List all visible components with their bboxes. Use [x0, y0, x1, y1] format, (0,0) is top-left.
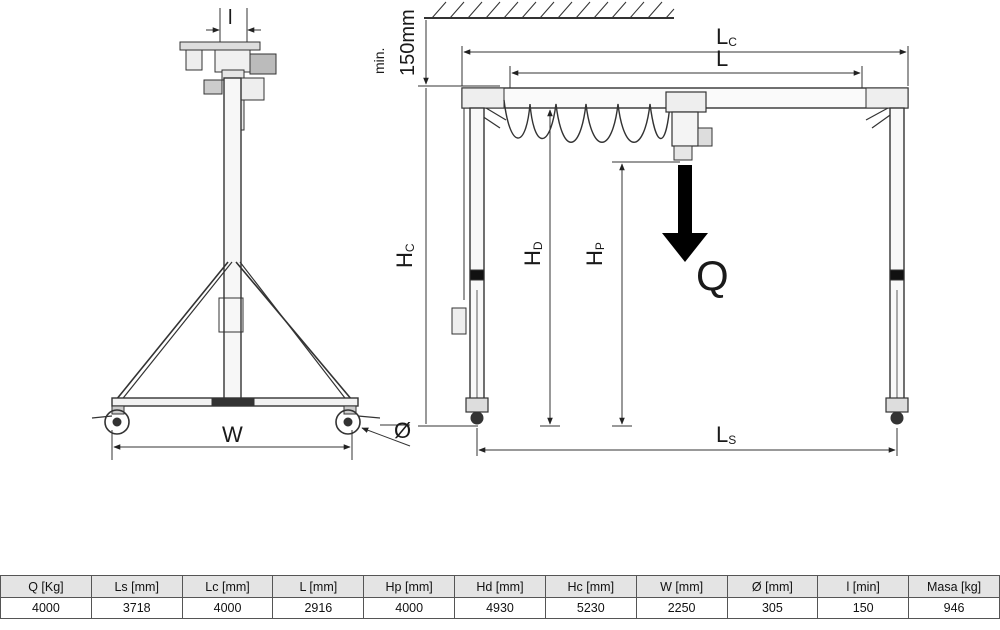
header-hd: Hd [mm]: [454, 575, 546, 598]
header-diameter: Ø [mm]: [726, 575, 819, 598]
table-header-row: Q [Kg] Ls [mm] Lc [mm] L [mm] Hp [mm] Hd…: [0, 575, 1000, 598]
diameter-label: Ø: [394, 418, 411, 443]
cell-l-min: 150: [817, 597, 910, 619]
height-hd-label: HD: [520, 241, 545, 266]
height-hc-label: HC: [392, 243, 417, 268]
header-ls: Ls [mm]: [90, 575, 183, 598]
gantry-crane-drawing: l W Ø: [91, 1, 909, 460]
height-hp-label: HP: [582, 242, 607, 266]
spec-table: Q [Kg] Ls [mm] Lc [mm] L [mm] Hp [mm] Hd…: [0, 575, 1000, 619]
width-label: W: [222, 422, 243, 447]
header-hp: Hp [mm]: [363, 575, 456, 598]
load-q-label: Q: [696, 252, 729, 299]
load-arrow-icon: [662, 165, 708, 262]
header-l: L [mm]: [272, 575, 365, 598]
front-view: [418, 1, 909, 456]
base-ls-label: LS: [716, 422, 736, 447]
top-width-label: l: [228, 7, 232, 29]
cell-q: 4000: [0, 597, 92, 619]
cell-l: 2916: [272, 597, 365, 619]
clearance-value-label: 150mm: [397, 9, 419, 76]
table-row: 4000 3718 4000 2916 4000 4930 5230 2250 …: [0, 597, 1000, 619]
cell-w: 2250: [635, 597, 728, 619]
side-view: [91, 8, 411, 460]
header-mass: Masa [kg]: [908, 575, 1000, 598]
header-q: Q [Kg]: [0, 575, 92, 598]
cell-ls: 3718: [90, 597, 183, 619]
header-lc: Lc [mm]: [181, 575, 274, 598]
cell-diameter: 305: [726, 597, 819, 619]
travel-l-label: L: [716, 46, 728, 71]
cell-hc: 5230: [544, 597, 637, 619]
clearance-min-label: min.: [371, 48, 387, 74]
header-w: W [mm]: [635, 575, 728, 598]
span-lc-label: LC: [716, 24, 737, 49]
header-hc: Hc [mm]: [544, 575, 637, 598]
cell-mass: 946: [908, 597, 1000, 619]
header-l-min: l [min]: [817, 575, 910, 598]
cell-hp: 4000: [363, 597, 456, 619]
cell-lc: 4000: [181, 597, 274, 619]
cell-hd: 4930: [454, 597, 546, 619]
